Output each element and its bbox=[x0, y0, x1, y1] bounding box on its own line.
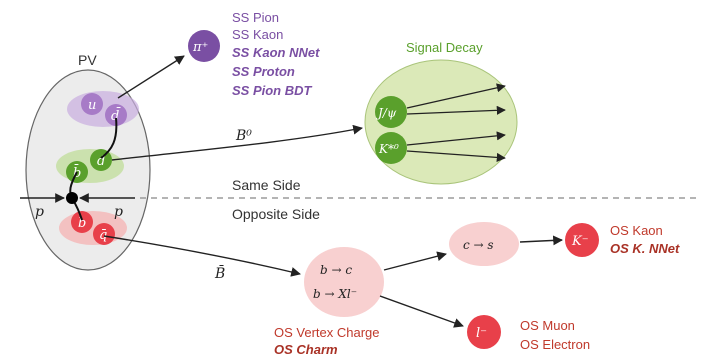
kstar-daughter-2 bbox=[406, 150, 506, 162]
bd-pair-halo bbox=[56, 149, 124, 183]
kminus-node bbox=[565, 223, 599, 257]
ss-kaon-nnet-label: SS Kaon NNet bbox=[232, 45, 320, 60]
string-upper bbox=[100, 117, 118, 159]
jpsi-daughter-1 bbox=[406, 83, 506, 109]
primary-vertex-dot bbox=[66, 192, 78, 204]
os-kaon-label: OS Kaon bbox=[610, 223, 663, 238]
signal-decay-title: Signal Decay bbox=[406, 40, 483, 55]
arrow-to-cs bbox=[383, 251, 447, 271]
b-quark bbox=[71, 211, 93, 233]
jpsi-daughter-2 bbox=[406, 105, 506, 115]
os-vertex-charge-label: OS Vertex Charge bbox=[274, 325, 380, 340]
d-quark-label: d bbox=[97, 154, 105, 169]
beam-left-label: p bbox=[35, 204, 44, 220]
b0-arrow bbox=[111, 124, 363, 161]
bbar-arrow bbox=[103, 235, 301, 277]
qbar-quark bbox=[93, 223, 115, 245]
u-quark-label: u bbox=[88, 98, 96, 113]
opposite-side-label: Opposite Side bbox=[232, 206, 320, 222]
ud-pair-halo bbox=[67, 91, 139, 127]
arrow-to-kminus bbox=[519, 235, 563, 246]
dbar-quark-label: d̄ bbox=[111, 107, 121, 124]
os-kaon-nnet-label: OS K. NNet bbox=[610, 241, 680, 256]
kstar-daughter-1 bbox=[406, 131, 506, 146]
pv-label: PV bbox=[78, 52, 97, 68]
same-side-label: Same Side bbox=[232, 177, 301, 193]
ss-kaon-label: SS Kaon bbox=[232, 27, 283, 42]
ss-proton-label: SS Proton bbox=[232, 64, 295, 79]
cs-node-label: c → s bbox=[463, 238, 494, 252]
os-vertex-line1: b → c bbox=[320, 263, 352, 277]
os-electron-label: OS Electron bbox=[520, 337, 590, 352]
os-vertex-node bbox=[304, 247, 384, 317]
lminus-node-label: l⁻ bbox=[476, 326, 487, 341]
bbar-label: B̄ bbox=[214, 264, 225, 282]
arrow-to-pion bbox=[117, 55, 185, 99]
jpsi-node bbox=[375, 96, 407, 128]
os-vertex-line2: b → Xl⁻ bbox=[313, 287, 357, 301]
arrow-to-lminus bbox=[379, 295, 464, 328]
beam-right-label: p bbox=[114, 204, 123, 220]
pion-node-label: π⁺ bbox=[192, 40, 208, 55]
ss-pion-label: SS Pion bbox=[232, 10, 279, 25]
cs-node bbox=[449, 222, 519, 266]
b-quark-label: b bbox=[78, 216, 86, 231]
kstar-node-label: K*⁰ bbox=[378, 142, 399, 156]
jpsi-node-label: J/ψ bbox=[375, 106, 397, 120]
qbar-quark-label: q̄ bbox=[99, 228, 107, 243]
b0-label: B⁰ bbox=[235, 128, 252, 144]
kminus-node-label: K⁻ bbox=[571, 234, 589, 249]
u-quark bbox=[81, 93, 103, 115]
ss-pion-bdt-label: SS Pion BDT bbox=[232, 83, 313, 98]
os-muon-label: OS Muon bbox=[520, 318, 575, 333]
os-charm-label: OS Charm bbox=[274, 342, 338, 357]
lminus-node bbox=[467, 315, 501, 349]
pion-node bbox=[188, 30, 220, 62]
dbar-quark bbox=[105, 104, 127, 126]
kstar-node bbox=[375, 132, 407, 164]
